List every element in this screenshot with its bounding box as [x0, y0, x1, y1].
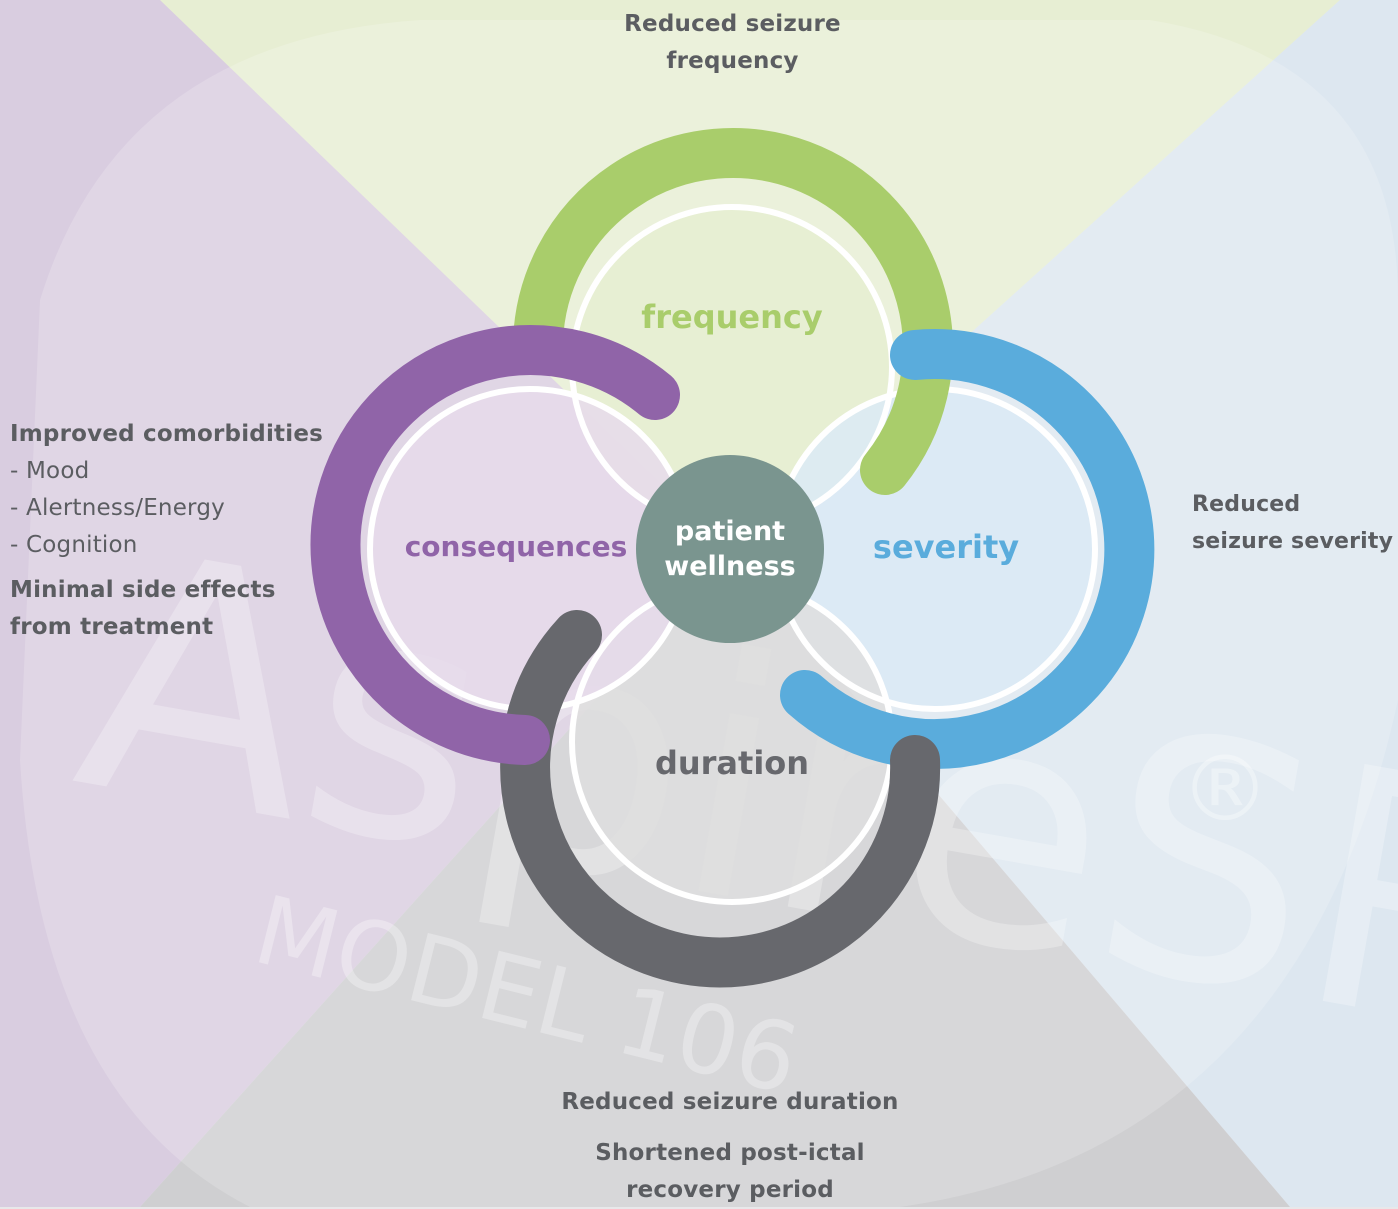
caption-severity-line1: Reduced [1192, 492, 1301, 517]
caption-frequency-line2: frequency [666, 48, 799, 74]
caption-duration: Reduced seizure duration Shortened post-… [540, 1084, 920, 1209]
caption-duration-line1: Reduced seizure duration [561, 1089, 899, 1115]
center-label-line1: patient [675, 516, 785, 547]
caption-frequency: Reduced seizure frequency [560, 6, 905, 80]
frequency-label: frequency [641, 298, 823, 336]
consequences-label: consequences [405, 530, 628, 563]
caption-side-effects-line1: Minimal side effects [10, 577, 276, 603]
center-circle [636, 455, 824, 643]
consequences-arc [310, 325, 680, 765]
caption-frequency-line1: Reduced seizure [624, 11, 841, 37]
caption-side-effects-line2: from treatment [10, 614, 214, 640]
watermark-reg: ® [1180, 737, 1270, 842]
caption-item-alertness: - Alertness/Energy [10, 495, 225, 521]
severity-label: severity [873, 528, 1019, 566]
caption-severity-line2: seizure severity [1192, 529, 1394, 554]
caption-item-mood: - Mood [10, 458, 90, 484]
duration-label: duration [655, 744, 809, 782]
duration-circle-fill [572, 582, 892, 902]
caption-comorbidities-heading: Improved comorbidities [10, 421, 324, 447]
caption-severity: Reduced seizure severity [1192, 486, 1397, 560]
caption-consequences: Improved comorbidities - Mood - Alertnes… [10, 416, 340, 646]
caption-duration-line2: Shortened post-ictal [595, 1140, 865, 1166]
caption-duration-line3: recovery period [626, 1177, 834, 1203]
caption-item-cognition: - Cognition [10, 532, 138, 558]
center-label-line2: wellness [664, 551, 795, 582]
